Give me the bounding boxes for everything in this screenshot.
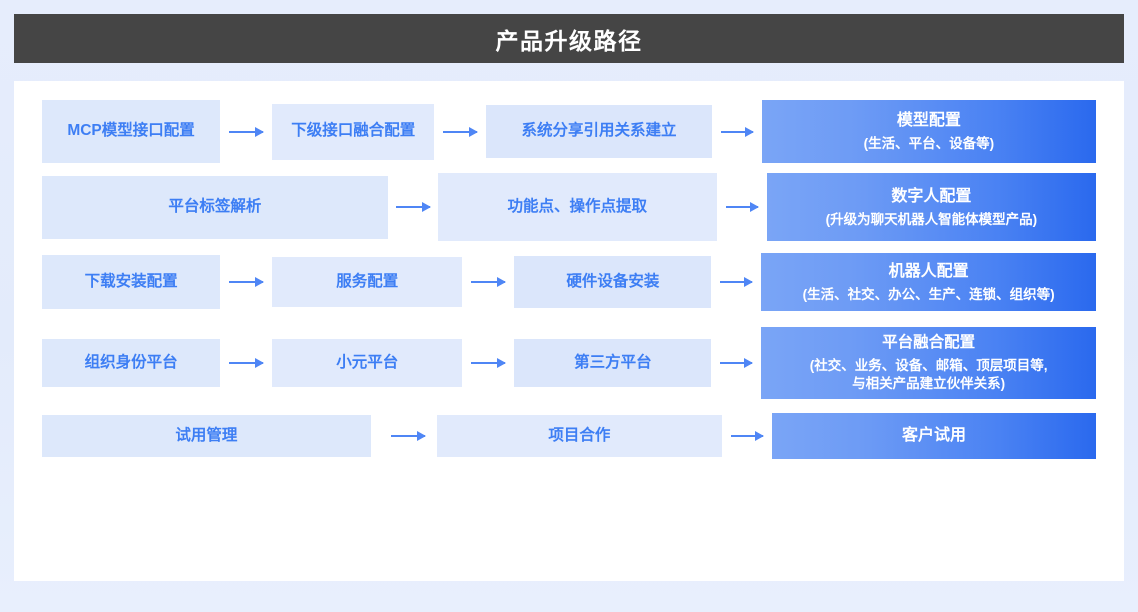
result-title: 模型配置	[896, 112, 961, 130]
arrow-right-icon	[395, 202, 431, 212]
step-label: MCP模型接口配置	[67, 122, 195, 140]
step-box[interactable]: 系统分享引用关系建立	[486, 105, 712, 158]
step-label: 小元平台	[336, 353, 399, 371]
result-subtitle: (生活、平台、设备等)	[863, 136, 995, 152]
header-bar: 产品升级路径	[14, 14, 1124, 63]
flow-container: MCP模型接口配置 下级接口融合配置 系统分享引用关系建立	[42, 100, 1097, 459]
flow-row-4: 组织身份平台 小元平台 第三方平台	[42, 327, 1096, 399]
arrow-right-icon	[443, 126, 479, 137]
result-subtitle: (生活、社交、办公、生产、连锁、组织等)	[802, 286, 1055, 302]
step-box[interactable]: 试用管理	[42, 415, 371, 457]
arrow-right-icon	[720, 277, 754, 287]
step-box[interactable]: MCP模型接口配置	[42, 100, 221, 163]
step-box[interactable]: 项目合作	[436, 415, 722, 457]
step-box[interactable]: 组织身份平台	[42, 339, 221, 387]
step-label: 下级接口融合配置	[291, 122, 416, 140]
arrow-right-icon	[390, 431, 426, 441]
result-box[interactable]: 数字人配置 (升级为聊天机器人智能体模型产品)	[766, 173, 1096, 241]
step-label: 项目合作	[548, 426, 611, 444]
step-label: 系统分享引用关系建立	[521, 122, 677, 140]
step-box[interactable]: 平台标签解析	[42, 175, 388, 239]
step-box[interactable]: 硬件设备安装	[514, 256, 712, 308]
step-box[interactable]: 服务配置	[272, 257, 463, 307]
arrow-right-icon	[229, 358, 265, 368]
arrow-right-icon	[720, 358, 754, 368]
result-box[interactable]: 客户试用	[771, 413, 1096, 459]
arrow-right-icon	[229, 126, 265, 137]
arrow-right-icon	[471, 358, 507, 368]
result-subtitle: (升级为聊天机器人智能体模型产品)	[825, 211, 1038, 227]
result-box[interactable]: 模型配置 (生活、平台、设备等)	[761, 100, 1097, 163]
step-label: 服务配置	[336, 272, 399, 290]
arrow-right-icon	[720, 126, 754, 137]
flow-row-3: 下载安装配置 服务配置 硬件设备安装	[42, 253, 1096, 311]
step-label: 下载安装配置	[84, 272, 178, 290]
flow-row-5: 试用管理 项目合作 客户试用	[42, 413, 1096, 459]
result-title: 数字人配置	[891, 187, 972, 205]
step-label: 硬件设备安装	[566, 272, 660, 290]
arrow-right-icon	[229, 277, 265, 287]
arrow-right-icon	[471, 277, 507, 287]
step-label: 试用管理	[175, 426, 238, 444]
result-subtitle-line2: 与相关产品建立伙伴关系)	[852, 375, 1006, 391]
page-title: 产品升级路径	[495, 27, 643, 54]
result-subtitle: (社交、业务、设备、邮箱、顶层项目等,	[809, 358, 1048, 374]
result-title: 客户试用	[901, 427, 966, 445]
arrow-right-icon	[725, 202, 759, 212]
step-box[interactable]: 小元平台	[272, 339, 463, 387]
step-box[interactable]: 下级接口融合配置	[272, 103, 435, 160]
step-label: 功能点、操作点提取	[507, 197, 647, 215]
step-label: 第三方平台	[574, 353, 652, 371]
step-box[interactable]: 功能点、操作点提取	[437, 173, 717, 241]
arrow-right-icon	[730, 431, 764, 441]
result-title: 平台融合配置	[882, 334, 976, 352]
result-box[interactable]: 平台融合配置 (社交、业务、设备、邮箱、顶层项目等, 与相关产品建立伙伴关系)	[761, 327, 1096, 399]
flow-row-1: MCP模型接口配置 下级接口融合配置 系统分享引用关系建立	[42, 100, 1097, 163]
result-title: 机器人配置	[888, 262, 969, 280]
step-label: 平台标签解析	[168, 197, 262, 215]
step-box[interactable]: 下载安装配置	[42, 255, 221, 309]
result-box[interactable]: 机器人配置 (生活、社交、办公、生产、连锁、组织等)	[761, 253, 1096, 311]
step-box[interactable]: 第三方平台	[514, 339, 712, 387]
diagram-card: MCP模型接口配置 下级接口融合配置 系统分享引用关系建立	[14, 81, 1124, 581]
step-label: 组织身份平台	[84, 353, 178, 371]
flow-row-2: 平台标签解析 功能点、操作点提取 数字人配置 (升级为聊天机器人智能体模型产品)	[42, 173, 1096, 241]
